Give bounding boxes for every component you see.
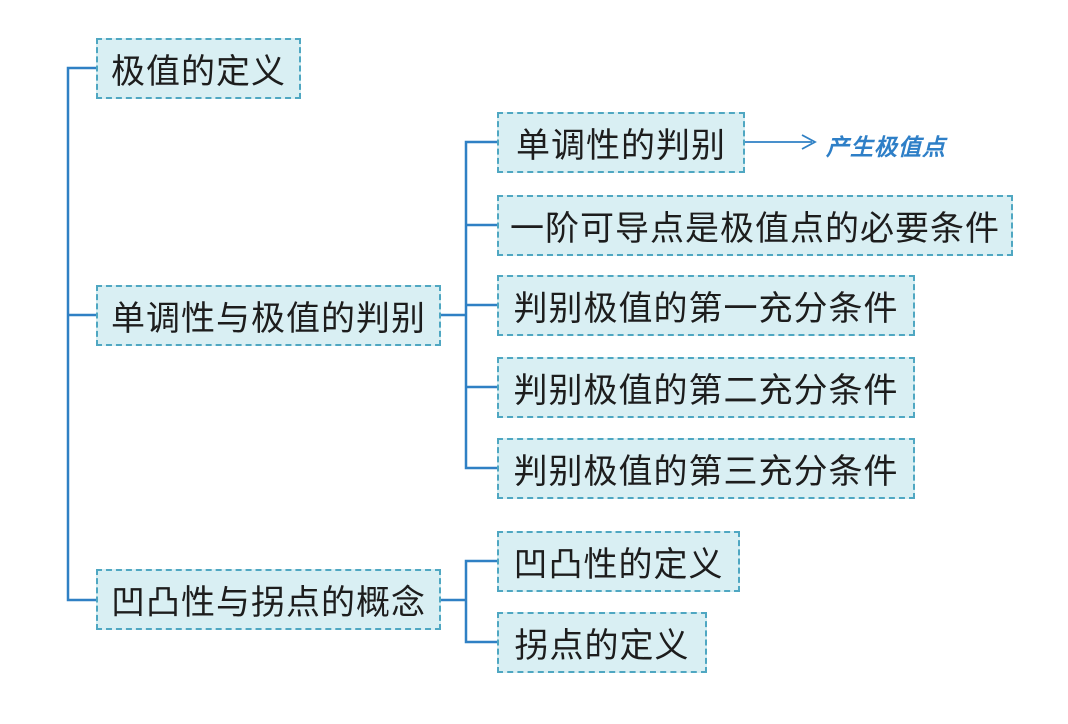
node-label: 判别极值的第三充分条件 [513,452,899,492]
concavity-bracket [464,559,497,644]
node-extremum-definition: 极值的定义 [96,38,301,99]
node-label: 一阶可导点是极值点的必要条件 [510,209,1000,249]
node-label: 极值的定义 [111,52,286,92]
node-first-sufficient-condition: 判别极值的第一充分条件 [497,275,915,336]
node-label: 拐点的定义 [514,626,690,666]
node-concavity-and-inflection: 凹凸性与拐点的概念 [96,569,441,630]
node-label: 凹凸性与拐点的概念 [111,583,426,623]
node-label: 判别极值的第二充分条件 [513,371,899,411]
annotation-arrow-head [801,134,817,150]
node-label: 单调性的判别 [516,126,726,166]
node-inflection-definition: 拐点的定义 [497,612,707,673]
node-necessary-condition: 一阶可导点是极值点的必要条件 [497,195,1013,256]
node-monotonicity-and-extremum: 单调性与极值的判别 [96,285,441,346]
node-label: 凹凸性的定义 [513,545,724,585]
node-monotonicity-test: 单调性的判别 [497,112,745,173]
node-label: 判别极值的第一充分条件 [513,289,899,329]
annotation-produces-extremum: 产生极值点 [826,134,946,161]
node-label: 单调性与极值的判别 [111,299,426,339]
node-second-sufficient-condition: 判别极值的第二充分条件 [497,357,915,418]
node-third-sufficient-condition: 判别极值的第三充分条件 [497,438,915,499]
root-bracket-line [66,66,96,602]
node-concavity-definition: 凹凸性的定义 [497,531,740,592]
